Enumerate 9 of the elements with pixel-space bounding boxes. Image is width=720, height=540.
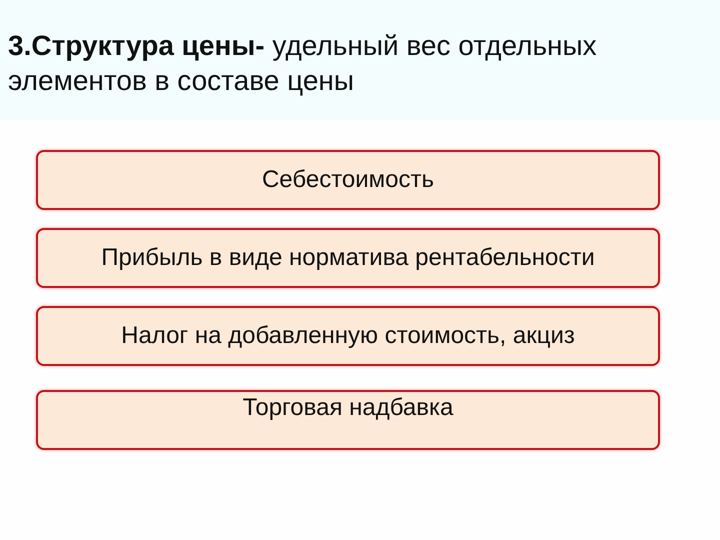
category-box — [36, 228, 660, 288]
category-box — [36, 306, 660, 366]
category-box — [36, 150, 660, 210]
box-label: Себестоимость — [262, 166, 434, 194]
category-box — [36, 390, 660, 450]
box-label: Торговая надбавка — [242, 394, 454, 422]
title: 3.Структура цены- удельный вес отдельных элементов в составе цены — [8, 29, 598, 98]
box-label: Налог на добавленную стоимость, акциз — [121, 322, 575, 350]
box-label: Прибыль в виде норматива рентабельности — [101, 244, 595, 272]
